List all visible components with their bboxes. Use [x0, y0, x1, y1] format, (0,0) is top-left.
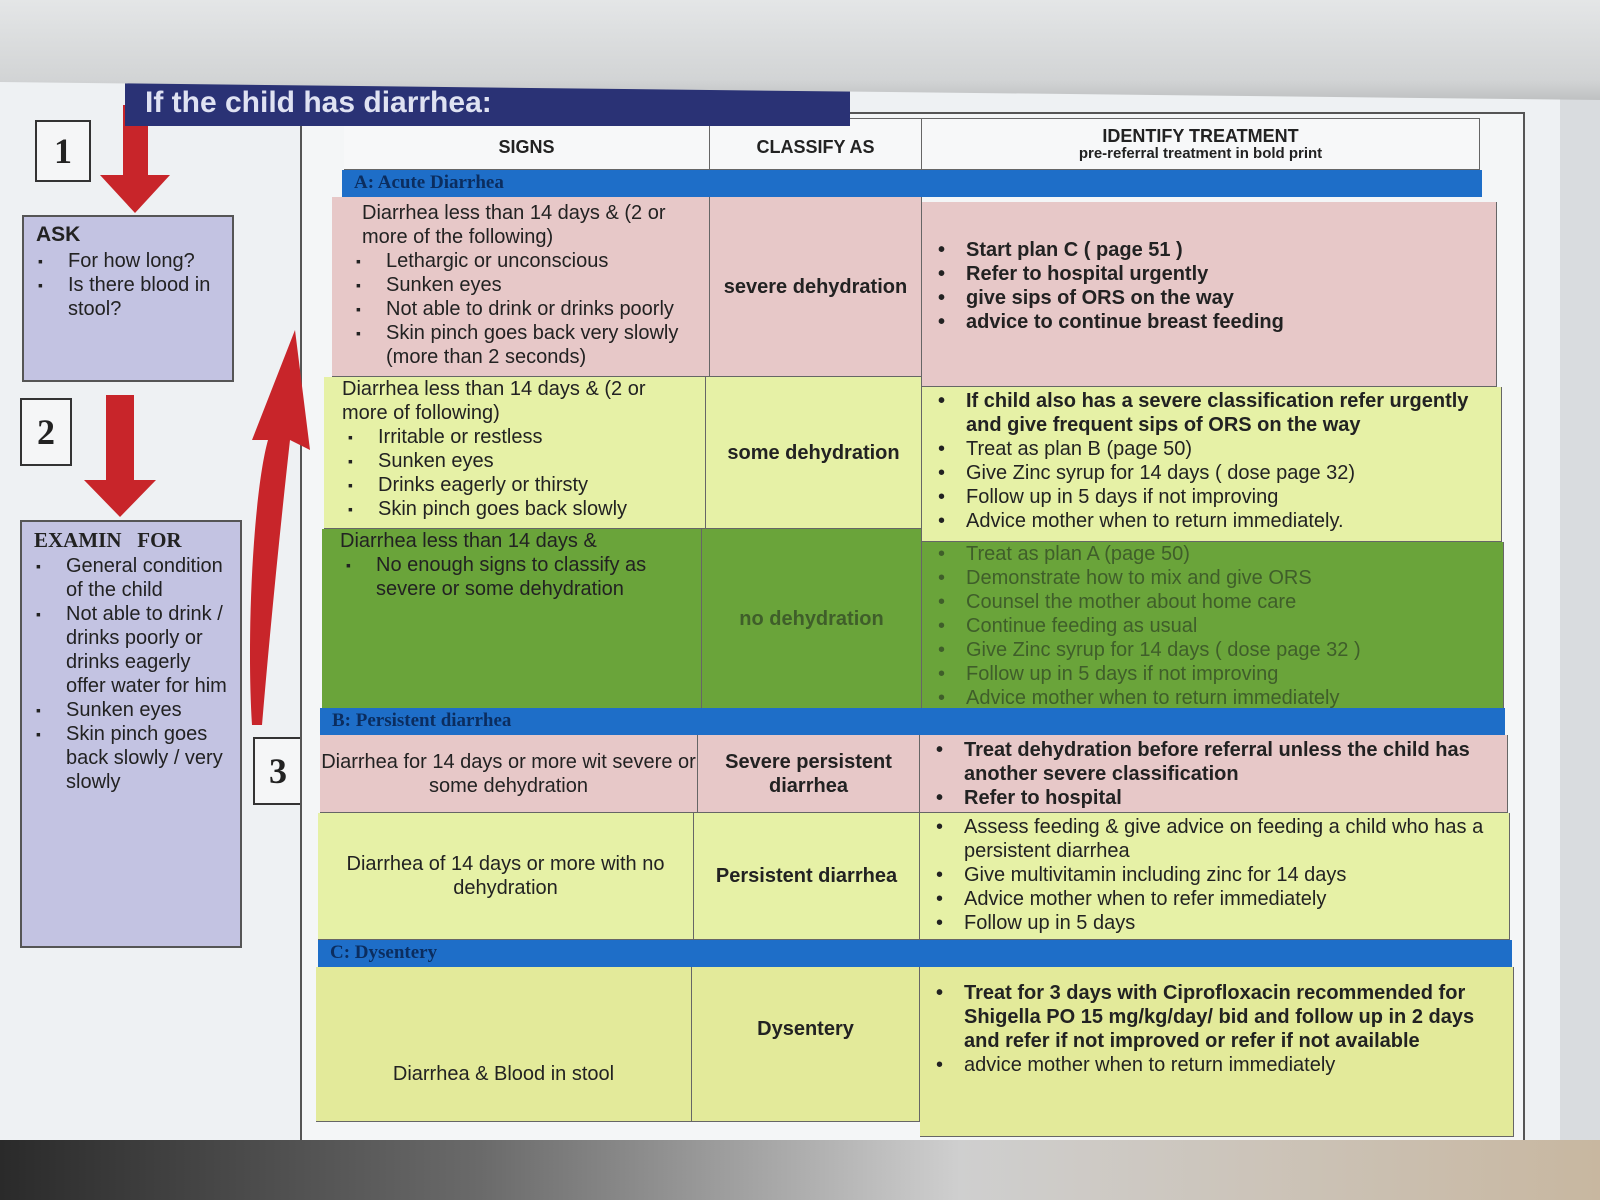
treatment-item: Continue feeding as usual [936, 614, 1489, 638]
treatment-title: IDENTIFY TREATMENT [1102, 126, 1299, 146]
treatment-cell: Treat dehydration before referral unless… [920, 735, 1508, 813]
treatment-item: Advice mother when to return immediately… [936, 509, 1487, 533]
step-1-box: 1 [35, 120, 91, 182]
examine-box: EXAMIN FOR General condition of the chil… [20, 520, 242, 948]
arrow-down-icon [100, 105, 170, 213]
treatment-item: Give multivitamin including zinc for 14 … [934, 863, 1495, 887]
treatment-item: Follow up in 5 days [934, 911, 1495, 935]
header-signs: SIGNS [344, 118, 710, 170]
signs-intro: Diarrhea less than 14 days & [340, 530, 597, 552]
treatment-item: Advice mother when to refer immediately [934, 887, 1495, 911]
sign-item: No enough signs to classify as severe or… [340, 553, 683, 601]
sign-item: Sunken eyes [350, 273, 691, 297]
treatment-item: Give Zinc syrup for 14 days ( dose page … [936, 461, 1487, 485]
treatment-cell: Treat as plan A (page 50)Demonstrate how… [922, 542, 1504, 722]
ask-item: For how long? [36, 249, 220, 273]
section-a-band: A: Acute Diarrhea [342, 170, 1482, 197]
classification-cell: some dehydration [706, 377, 922, 529]
signs-cell: Diarrhea less than 14 days & (2 or more … [332, 197, 710, 377]
treatment-cell: Assess feeding & give advice on feeding … [920, 813, 1510, 940]
sign-item: Drinks eagerly or thirsty [342, 473, 687, 497]
signs-intro: Diarrhea less than 14 days & (2 or more … [342, 378, 646, 424]
ask-title: ASK [36, 223, 81, 246]
classification-cell: severe dehydration [710, 197, 922, 377]
signs-cell: Diarrhea for 14 days or more wit severe … [320, 735, 698, 813]
examine-title: EXAMIN FOR [34, 528, 182, 552]
title-banner: If the child has diarrhea: [125, 78, 850, 126]
curved-arrow-up-icon [249, 330, 310, 725]
sign-item: Skin pinch goes back very slowly (more t… [350, 321, 691, 369]
treatment-item: Demonstrate how to mix and give ORS [936, 566, 1489, 590]
signs-cell: Diarrhea & Blood in stool [316, 967, 692, 1122]
treatment-cell: If child also has a severe classificatio… [922, 387, 1502, 542]
sign-item: Skin pinch goes back slowly [342, 497, 687, 521]
sign-item: Not able to drink or drinks poorly [350, 297, 691, 321]
examine-item: Sunken eyes [34, 698, 228, 722]
treatment-item: Give Zinc syrup for 14 days ( dose page … [936, 638, 1489, 662]
treatment-item: Refer to hospital urgently [936, 262, 1482, 286]
signs-cell: Diarrhea of 14 days or more with no dehy… [318, 813, 694, 940]
treatment-item: Advice mother when to return immediately [936, 686, 1489, 710]
sign-item: Sunken eyes [342, 449, 687, 473]
signs-cell: Diarrhea less than 14 days &No enough si… [322, 529, 702, 709]
treatment-item: give sips of ORS on the way [936, 286, 1482, 310]
treatment-item: Treat as plan A (page 50) [936, 542, 1489, 566]
treatment-item: Assess feeding & give advice on feeding … [934, 815, 1495, 863]
ask-box: ASK For how long?Is there blood in stool… [22, 215, 234, 382]
signs-intro: Diarrhea less than 14 days & (2 or more … [362, 202, 666, 248]
examine-item: Not able to drink / drinks poorly or dri… [34, 602, 228, 698]
step-2-box: 2 [20, 398, 72, 466]
treatment-item: Treat as plan B (page 50) [936, 437, 1487, 461]
classification-cell: Dysentery [692, 967, 920, 1122]
classification-cell: no dehydration [702, 529, 922, 709]
treatment-item: advice to continue breast feeding [936, 310, 1482, 334]
treatment-item: Treat dehydration before referral unless… [934, 738, 1493, 786]
desk-background [0, 1140, 1600, 1200]
examine-item: General condition of the child [34, 554, 228, 602]
page-curl [0, 0, 1600, 100]
treatment-item: Refer to hospital [934, 786, 1493, 810]
step-3-box: 3 [253, 737, 303, 805]
ask-item: Is there blood in stool? [36, 273, 220, 321]
treatment-item: advice mother when to return immediately [934, 1053, 1499, 1077]
sign-item: Lethargic or unconscious [350, 249, 691, 273]
treatment-item: Start plan C ( page 51 ) [936, 238, 1482, 262]
treatment-item: If child also has a severe classificatio… [936, 389, 1487, 437]
sign-item: Irritable or restless [342, 425, 687, 449]
classification-cell: Severe persistent diarrhea [698, 735, 920, 813]
examine-item: Skin pinch goes back slowly / very slowl… [34, 722, 228, 794]
section-b-band: B: Persistent diarrhea [320, 708, 1505, 735]
treatment-item: Follow up in 5 days if not improving [936, 662, 1489, 686]
classification-cell: Persistent diarrhea [694, 813, 920, 940]
treatment-subtitle: pre-referral treatment in bold print [1078, 145, 1323, 162]
arrow-down-icon [84, 395, 156, 517]
treatment-item: Follow up in 5 days if not improving [936, 485, 1487, 509]
treatment-cell: Start plan C ( page 51 )Refer to hospita… [922, 202, 1497, 387]
treatment-cell: Treat for 3 days with Ciprofloxacin reco… [920, 967, 1514, 1137]
treatment-item: Treat for 3 days with Ciprofloxacin reco… [934, 981, 1499, 1053]
treatment-item: Counsel the mother about home care [936, 590, 1489, 614]
signs-cell: Diarrhea less than 14 days & (2 or more … [324, 377, 706, 529]
section-c-band: C: Dysentery [318, 940, 1512, 967]
